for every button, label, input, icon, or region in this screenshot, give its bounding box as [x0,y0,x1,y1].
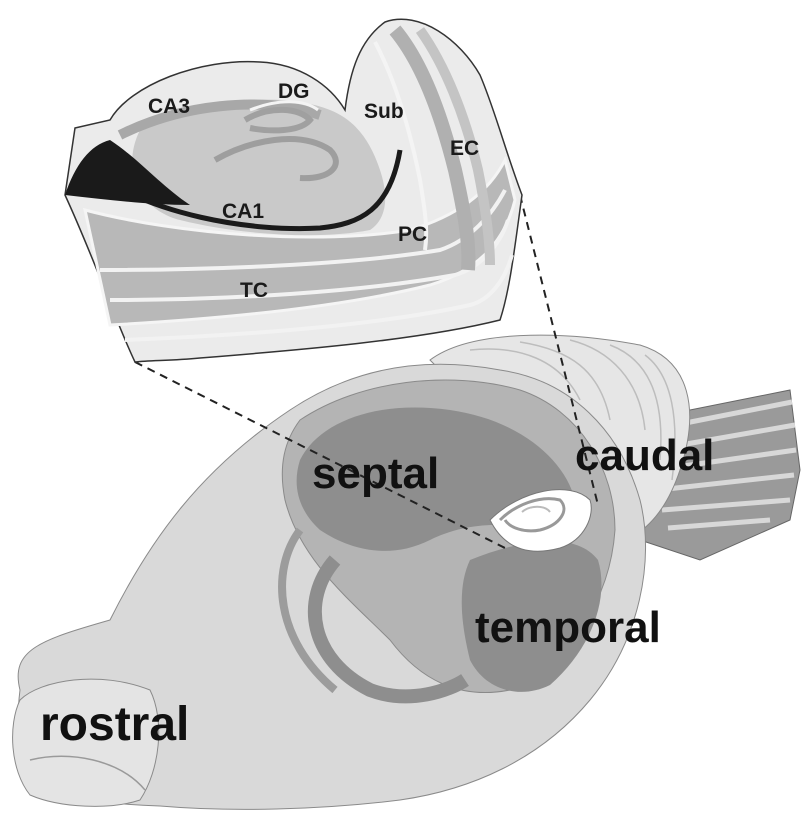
label-pc: PC [398,223,427,246]
label-ca1: CA1 [222,200,264,223]
label-tc: TC [240,279,268,302]
label-caudal: caudal [575,431,714,480]
label-sub: Sub [364,100,404,123]
label-ec: EC [450,137,479,160]
hippocampus-inset: CA3 DG Sub EC CA1 PC TC [65,19,522,362]
label-temporal: temporal [475,603,661,652]
label-septal: septal [312,449,439,498]
label-rostral: rostral [40,698,189,751]
label-ca3: CA3 [148,95,190,118]
label-dg: DG [278,80,310,103]
